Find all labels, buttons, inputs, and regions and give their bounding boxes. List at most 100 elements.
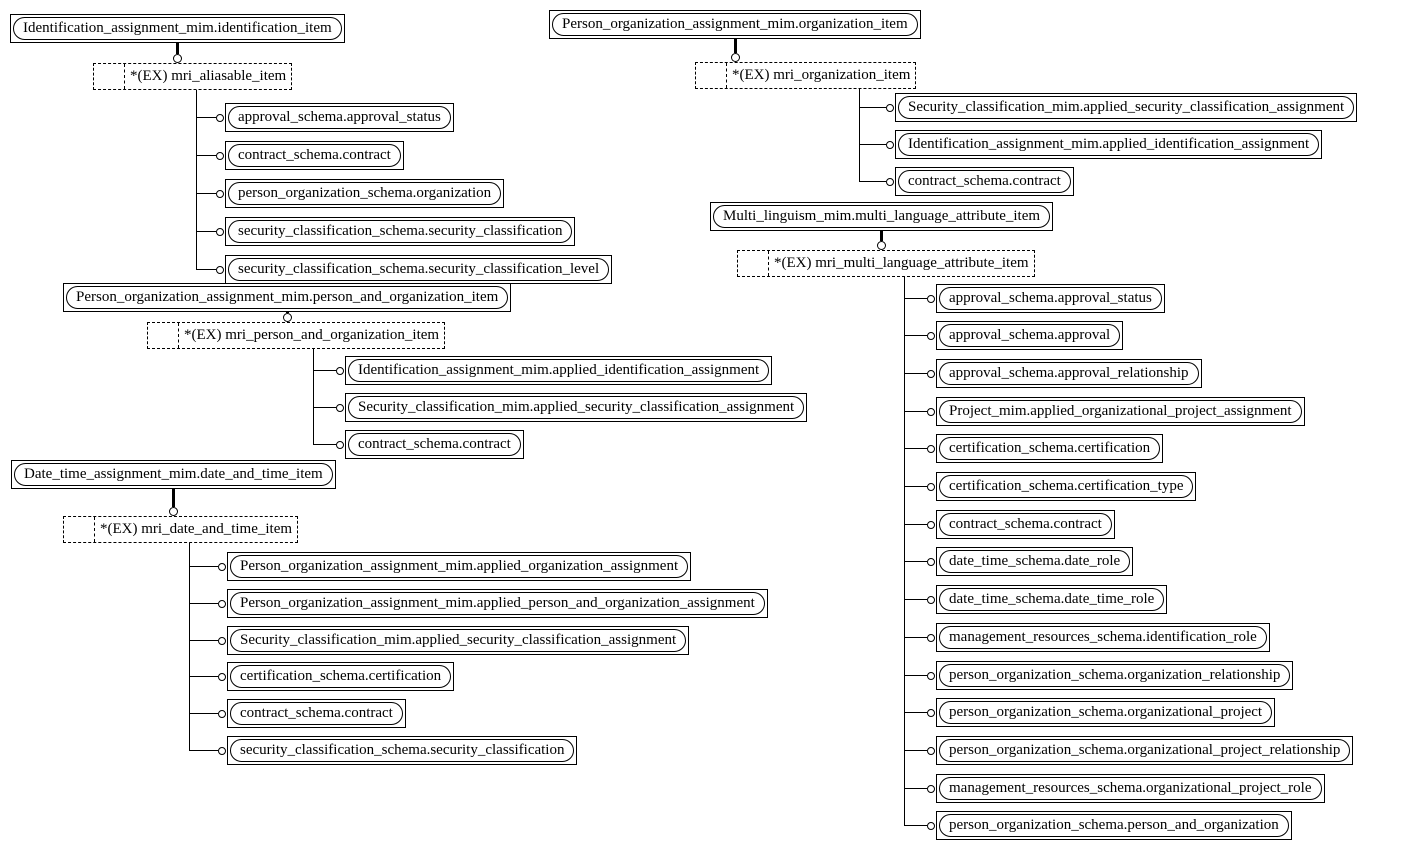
page-compartment (148, 323, 179, 348)
entity-label: Person_organization_assignment_mim.appli… (230, 555, 689, 578)
entity-box: approval_schema.approval_relationship (936, 359, 1202, 388)
select-type-box: *(EX) mri_person_and_organization_item (147, 322, 446, 349)
relation-circle-icon (216, 151, 224, 160)
page-compartment (738, 251, 769, 276)
select-type-box: *(EX) mri_multi_language_attribute_item (737, 250, 1035, 277)
connector-branch (313, 370, 336, 371)
relation-circle-icon (927, 708, 935, 717)
entity-label: contract_schema.contract (898, 170, 1071, 193)
entity-label: Date_time_assignment_mim.date_and_time_i… (14, 463, 333, 486)
page-compartment (64, 517, 95, 542)
relation-circle-icon (886, 140, 894, 149)
entity-box: approval_schema.approval_status (225, 103, 454, 132)
connector-branch (904, 335, 927, 336)
entity-label: contract_schema.contract (939, 513, 1112, 536)
entity-box: certification_schema.certification_type (936, 472, 1197, 501)
connector-branch (904, 712, 927, 713)
entity-label: date_time_schema.date_role (939, 550, 1131, 573)
entity-label: approval_schema.approval_status (939, 287, 1162, 310)
select-type-label: *(EX) mri_person_and_organization_item (184, 327, 440, 343)
connector-branch (189, 566, 218, 567)
connector-branch (313, 444, 336, 445)
entity-box: security_classification_schema.security_… (225, 255, 613, 284)
relation-circle-icon (218, 636, 226, 645)
connector-stub (172, 489, 175, 507)
entity-box: contract_schema.contract (936, 510, 1115, 539)
entity-box: person_organization_schema.person_and_or… (936, 811, 1292, 840)
entity-label: certification_schema.certification_type (939, 475, 1194, 498)
relation-circle-icon (927, 520, 935, 529)
entity-label: date_time_schema.date_time_role (939, 588, 1165, 611)
entity-box: date_time_schema.date_time_role (936, 585, 1168, 614)
entity-box: Person_organization_assignment_mim.appli… (227, 589, 768, 618)
connector-branch (904, 524, 927, 525)
entity-label: person_organization_schema.organizationa… (939, 739, 1351, 762)
connector-trunk (196, 90, 197, 270)
entity-label: Person_organization_assignment_mim.perso… (66, 286, 509, 309)
supertype-circle-icon (877, 241, 886, 250)
select-type-label: *(EX) mri_organization_item (732, 67, 911, 83)
connector-branch (904, 448, 927, 449)
relation-circle-icon (927, 482, 935, 491)
connector-trunk (904, 277, 905, 826)
select-type-label: *(EX) mri_date_and_time_item (100, 521, 293, 537)
page-compartment (94, 64, 125, 89)
connector-branch (904, 298, 927, 299)
connector-branch (904, 373, 927, 374)
relation-circle-icon (216, 265, 224, 274)
entity-label: security_classification_schema.security_… (228, 258, 610, 281)
entity-box: person_organization_schema.organization (225, 179, 505, 208)
page-compartment (696, 63, 727, 88)
connector-stub (733, 39, 737, 53)
entity-box: person_organization_schema.organization_… (936, 661, 1294, 690)
entity-box: person_organization_schema.organizationa… (936, 736, 1354, 765)
connector-branch (189, 640, 218, 641)
connector-branch (196, 269, 216, 270)
relation-circle-icon (218, 562, 226, 571)
relation-circle-icon (927, 595, 935, 604)
connector-stub (880, 231, 883, 241)
supertype-circle-icon (282, 313, 292, 322)
relation-circle-icon (927, 671, 935, 680)
connector-branch (904, 637, 927, 638)
entity-label: management_resources_schema.organization… (939, 777, 1322, 800)
entity-box: management_resources_schema.identificati… (936, 623, 1270, 652)
entity-box: Identification_assignment_mim.applied_id… (895, 130, 1323, 159)
entity-box: contract_schema.contract (225, 141, 404, 170)
entity-label: approval_schema.approval_status (228, 106, 451, 129)
entity-box: Person_organization_assignment_mim.appli… (227, 552, 692, 581)
relation-circle-icon (336, 366, 344, 375)
entity-box: security_classification_schema.security_… (227, 736, 578, 765)
entity-box: Security_classification_mim.applied_secu… (345, 393, 808, 422)
relation-circle-icon (927, 444, 935, 453)
entity-label: approval_schema.approval_relationship (939, 362, 1199, 385)
entity-box: contract_schema.contract (895, 167, 1074, 196)
connector-branch (859, 144, 886, 145)
entity-box: Identification_assignment_mim.identifica… (10, 14, 345, 43)
connector-branch (904, 825, 927, 826)
relation-circle-icon (927, 369, 935, 378)
entity-label: Person_organization_assignment_mim.appli… (230, 592, 765, 615)
relation-circle-icon (927, 633, 935, 642)
relation-circle-icon (927, 407, 935, 416)
entity-label: person_organization_schema.organization (228, 182, 502, 205)
entity-label: certification_schema.certification (939, 437, 1161, 460)
supertype-circle-icon (730, 53, 740, 62)
connector-branch (904, 486, 927, 487)
entity-label: Person_organization_assignment_mim.organ… (552, 13, 918, 36)
connector-branch (189, 676, 218, 677)
connector-branch (904, 411, 927, 412)
relation-circle-icon (927, 557, 935, 566)
connector-branch (904, 599, 927, 600)
relation-circle-icon (927, 784, 935, 793)
entity-box: security_classification_schema.security_… (225, 217, 576, 246)
connector-branch (196, 117, 216, 118)
entity-box: Person_organization_assignment_mim.organ… (549, 10, 921, 39)
connector-trunk (313, 349, 314, 445)
entity-label: Security_classification_mim.applied_secu… (898, 96, 1355, 119)
entity-box: Multi_linguism_mim.multi_language_attrib… (710, 202, 1054, 231)
supertype-circle-icon (173, 54, 182, 63)
select-type-box: *(EX) mri_aliasable_item (93, 63, 293, 90)
connector-branch (196, 155, 216, 156)
